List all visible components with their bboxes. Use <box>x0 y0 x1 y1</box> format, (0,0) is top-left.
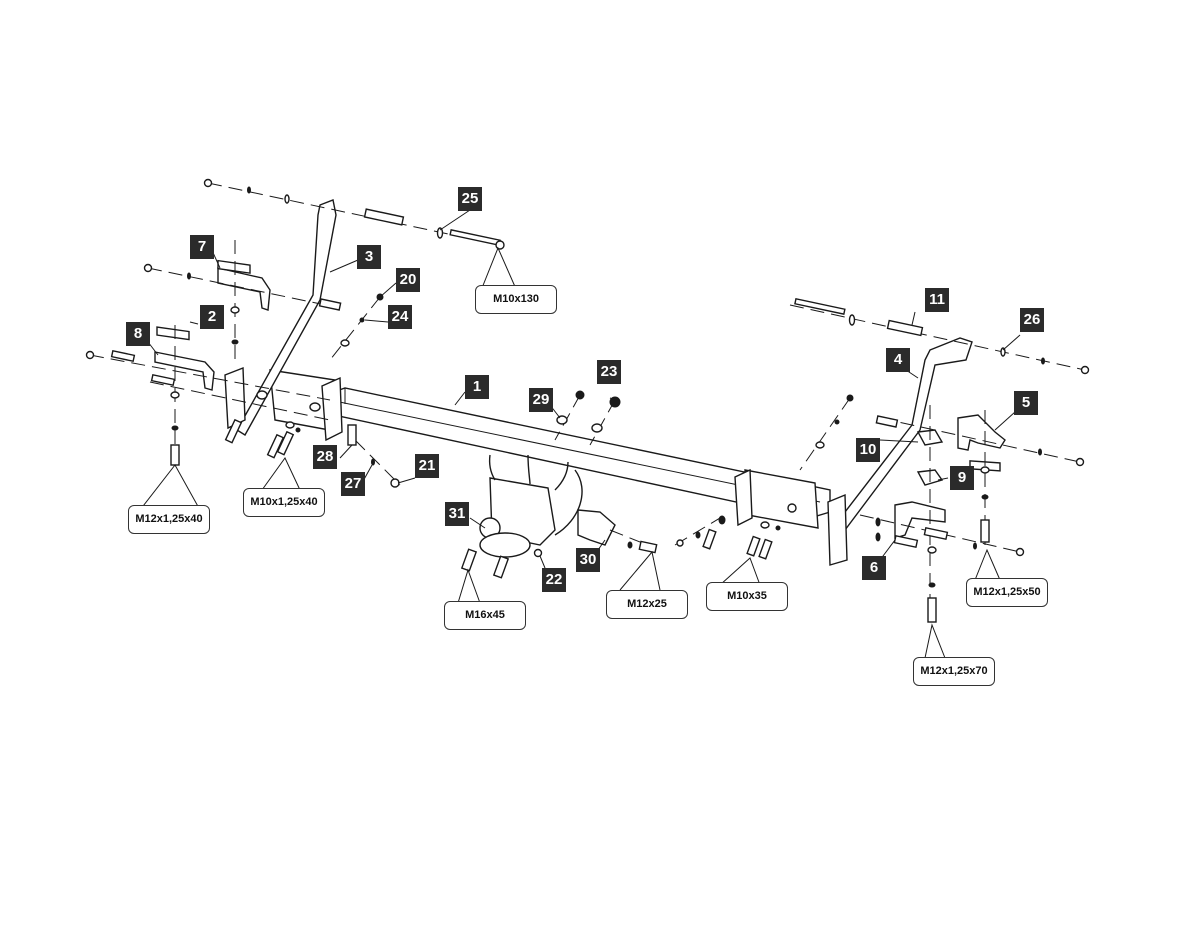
callout-28: 28 <box>313 445 337 469</box>
bracket-part-8 <box>154 326 215 391</box>
callout-4: 4 <box>886 348 910 372</box>
callout-20: 20 <box>396 268 420 292</box>
callout-9: 9 <box>950 466 974 490</box>
callout-27: 27 <box>341 472 365 496</box>
callout-21: 21 <box>415 454 439 478</box>
tow-ball-mount <box>479 454 583 558</box>
callout-2: 2 <box>200 305 224 329</box>
bracket-part-7 <box>217 259 271 311</box>
callout-10: 10 <box>856 438 880 462</box>
callout-23: 23 <box>597 360 621 384</box>
callout-31: 31 <box>445 502 469 526</box>
right-end-plate <box>734 468 819 529</box>
bolt-spec-m12x125x70: M12x1,25x70 <box>913 657 995 686</box>
callout-11: 11 <box>925 288 949 312</box>
callout-1: 1 <box>465 375 489 399</box>
callout-8: 8 <box>126 322 150 346</box>
callout-29: 29 <box>529 388 553 412</box>
callout-5: 5 <box>1014 391 1038 415</box>
bolt-spec-m12x125x50: M12x1,25x50 <box>966 578 1048 607</box>
callout-25: 25 <box>458 187 482 211</box>
bolt-spec-m16x45: M16x45 <box>444 601 526 630</box>
callout-22: 22 <box>542 568 566 592</box>
socket-plate-part-30 <box>577 509 616 546</box>
left-end-plate <box>269 369 343 442</box>
right-bracket-arm-part-4 <box>827 337 973 566</box>
callout-3: 3 <box>357 245 381 269</box>
callout-7: 7 <box>190 235 214 259</box>
bolt-spec-m10x35: M10x35 <box>706 582 788 611</box>
bolt-spec-m10x130: M10x130 <box>475 285 557 314</box>
bolt-spec-m12x25: M12x25 <box>606 590 688 619</box>
callout-6: 6 <box>862 556 886 580</box>
bracket-part-5 <box>957 414 1006 472</box>
bolt-spec-m10x125x40: M10x1,25x40 <box>243 488 325 517</box>
callout-24: 24 <box>388 305 412 329</box>
bolt-spec-m12x125x40: M12x1,25x40 <box>128 505 210 534</box>
leader-lines <box>139 209 1021 659</box>
callout-30: 30 <box>576 548 600 572</box>
callout-26: 26 <box>1020 308 1044 332</box>
